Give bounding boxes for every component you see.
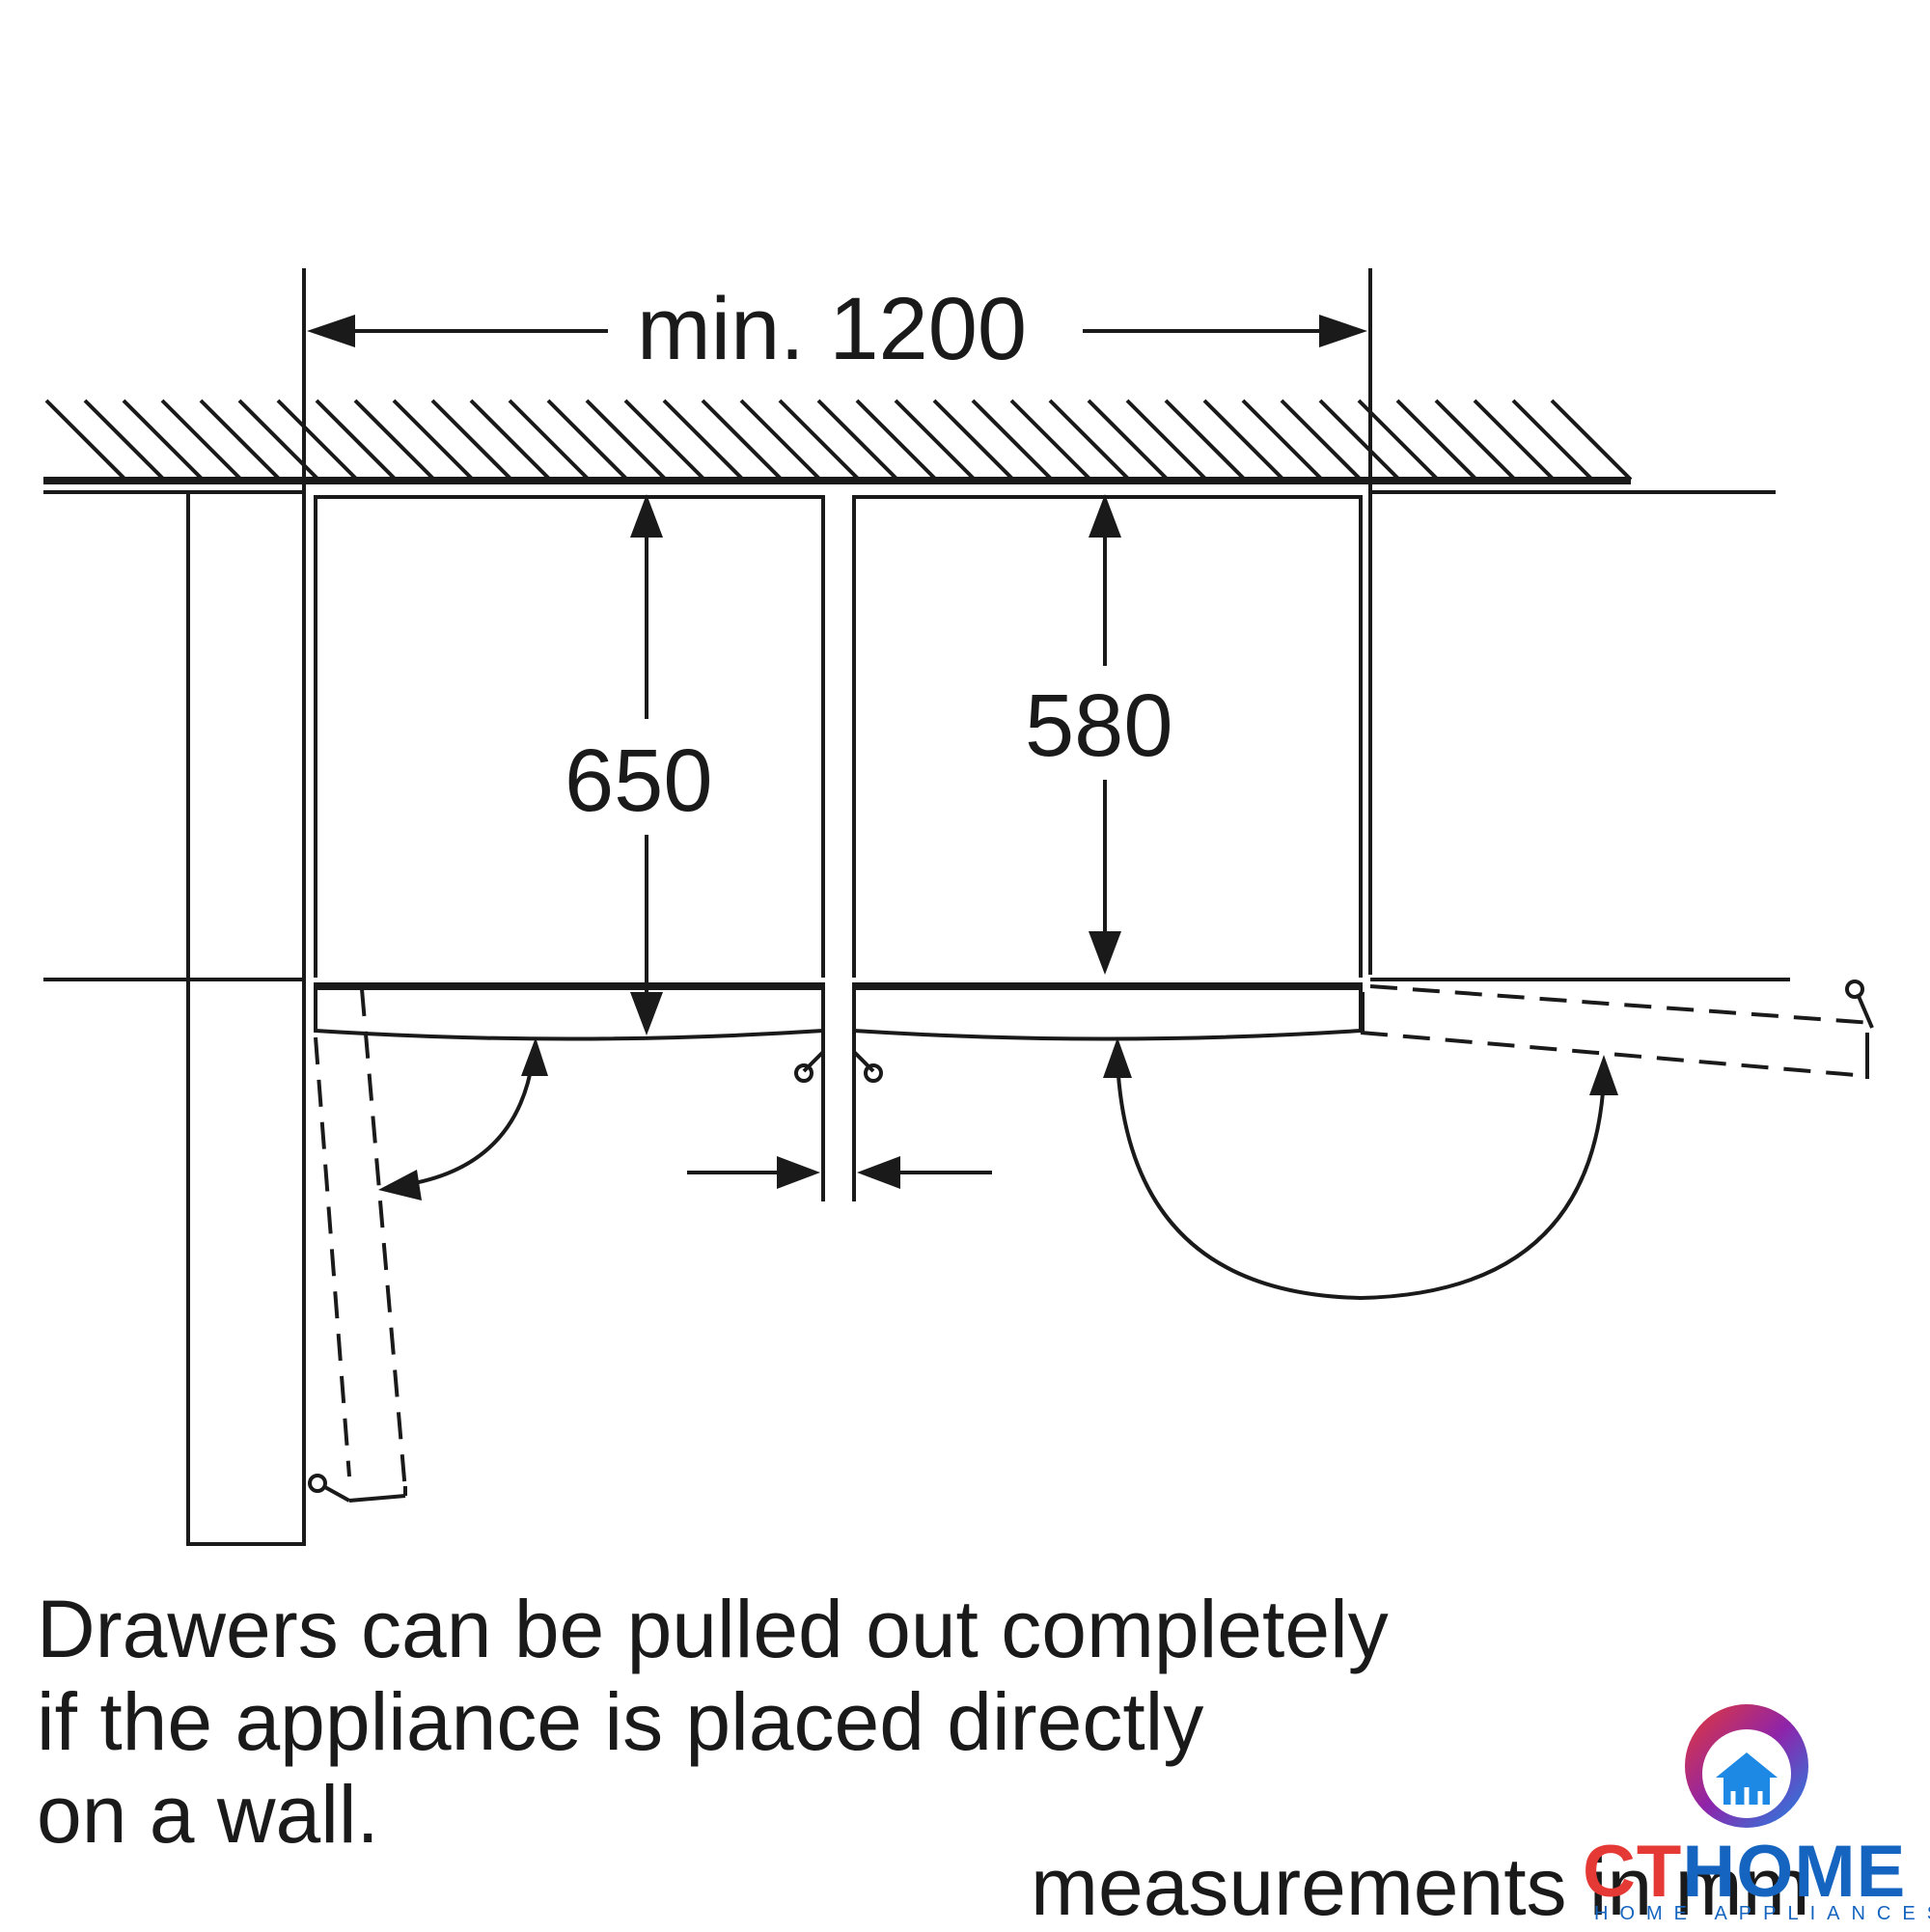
hatch-line (1125, 399, 1208, 482)
hatch-line (44, 399, 127, 482)
hatch-line (1048, 399, 1131, 482)
hatch-line (546, 399, 629, 482)
hatch-line (894, 399, 977, 482)
hatch-line (1241, 399, 1324, 482)
drawer-note: Drawers can be pulled out completely if … (37, 1583, 1677, 1861)
hatch-line (1434, 399, 1517, 482)
depth-left-label: 650 (565, 731, 713, 830)
center-hinges (794, 1031, 883, 1201)
hatch-line (160, 399, 243, 482)
width-dimension: min. 1200 (302, 268, 1372, 492)
hatch-line (237, 399, 320, 482)
depth-left-dimension: 650 (565, 494, 713, 1035)
wall-hatching (44, 399, 1633, 482)
note-line-2: if the appliance is placed directly (37, 1676, 1204, 1767)
hatch-line (932, 399, 1015, 482)
hatch-line (276, 399, 359, 482)
hatch-line (1318, 399, 1401, 482)
hatch-line (83, 399, 166, 482)
hatch-line (816, 399, 899, 482)
door-right-closed (852, 982, 1363, 1041)
hatch-line (1473, 399, 1556, 482)
appliance-left (314, 495, 825, 978)
hatch-line (585, 399, 668, 482)
note-line-1: Drawers can be pulled out completely (37, 1584, 1389, 1674)
appliance-right (852, 495, 1363, 978)
logo-tagline: HOME APPLIANCES (1594, 1903, 1930, 1924)
wall-right (1368, 490, 1776, 975)
width-label: min. 1200 (637, 280, 1027, 378)
gap-dimension (687, 1156, 992, 1189)
hatch-line (662, 399, 745, 482)
hatch-line (315, 399, 398, 482)
hatch-line (1087, 399, 1170, 482)
cthome-logo: CTHOME HOME APPLIANCES (1573, 1698, 1930, 1924)
door-right-open (1103, 980, 1874, 1301)
logo-wordmark: CTHOME (1583, 1831, 1907, 1913)
hatch-line (1009, 399, 1092, 482)
hatch-line (353, 399, 436, 482)
hatch-line (508, 399, 591, 482)
hatch-line (971, 399, 1054, 482)
depth-right-label: 580 (1025, 676, 1173, 775)
depth-right-dimension: 580 (1025, 494, 1173, 975)
door-left-closed (314, 982, 825, 1041)
unit-label: measurements in mm (1031, 1841, 1810, 1932)
hatch-line (1280, 399, 1363, 482)
hatch-line (469, 399, 552, 482)
hatch-line (739, 399, 822, 482)
hatch-line (392, 399, 475, 482)
house-logo-icon (1685, 1704, 1808, 1828)
hatch-line (778, 399, 861, 482)
note-line-3: on a wall. (37, 1769, 379, 1860)
hatch-line (1395, 399, 1478, 482)
hatch-line (623, 399, 706, 482)
hatch-line (199, 399, 282, 482)
door-left-open (308, 986, 548, 1503)
hatch-line (122, 399, 205, 482)
hatch-line (430, 399, 513, 482)
hatch-line (1202, 399, 1285, 482)
side-cabinet (186, 490, 306, 1546)
hatch-line (1511, 399, 1594, 482)
hatch-line (1164, 399, 1247, 482)
hatch-line (1550, 399, 1633, 482)
hatch-line (701, 399, 784, 482)
hatch-line (855, 399, 938, 482)
